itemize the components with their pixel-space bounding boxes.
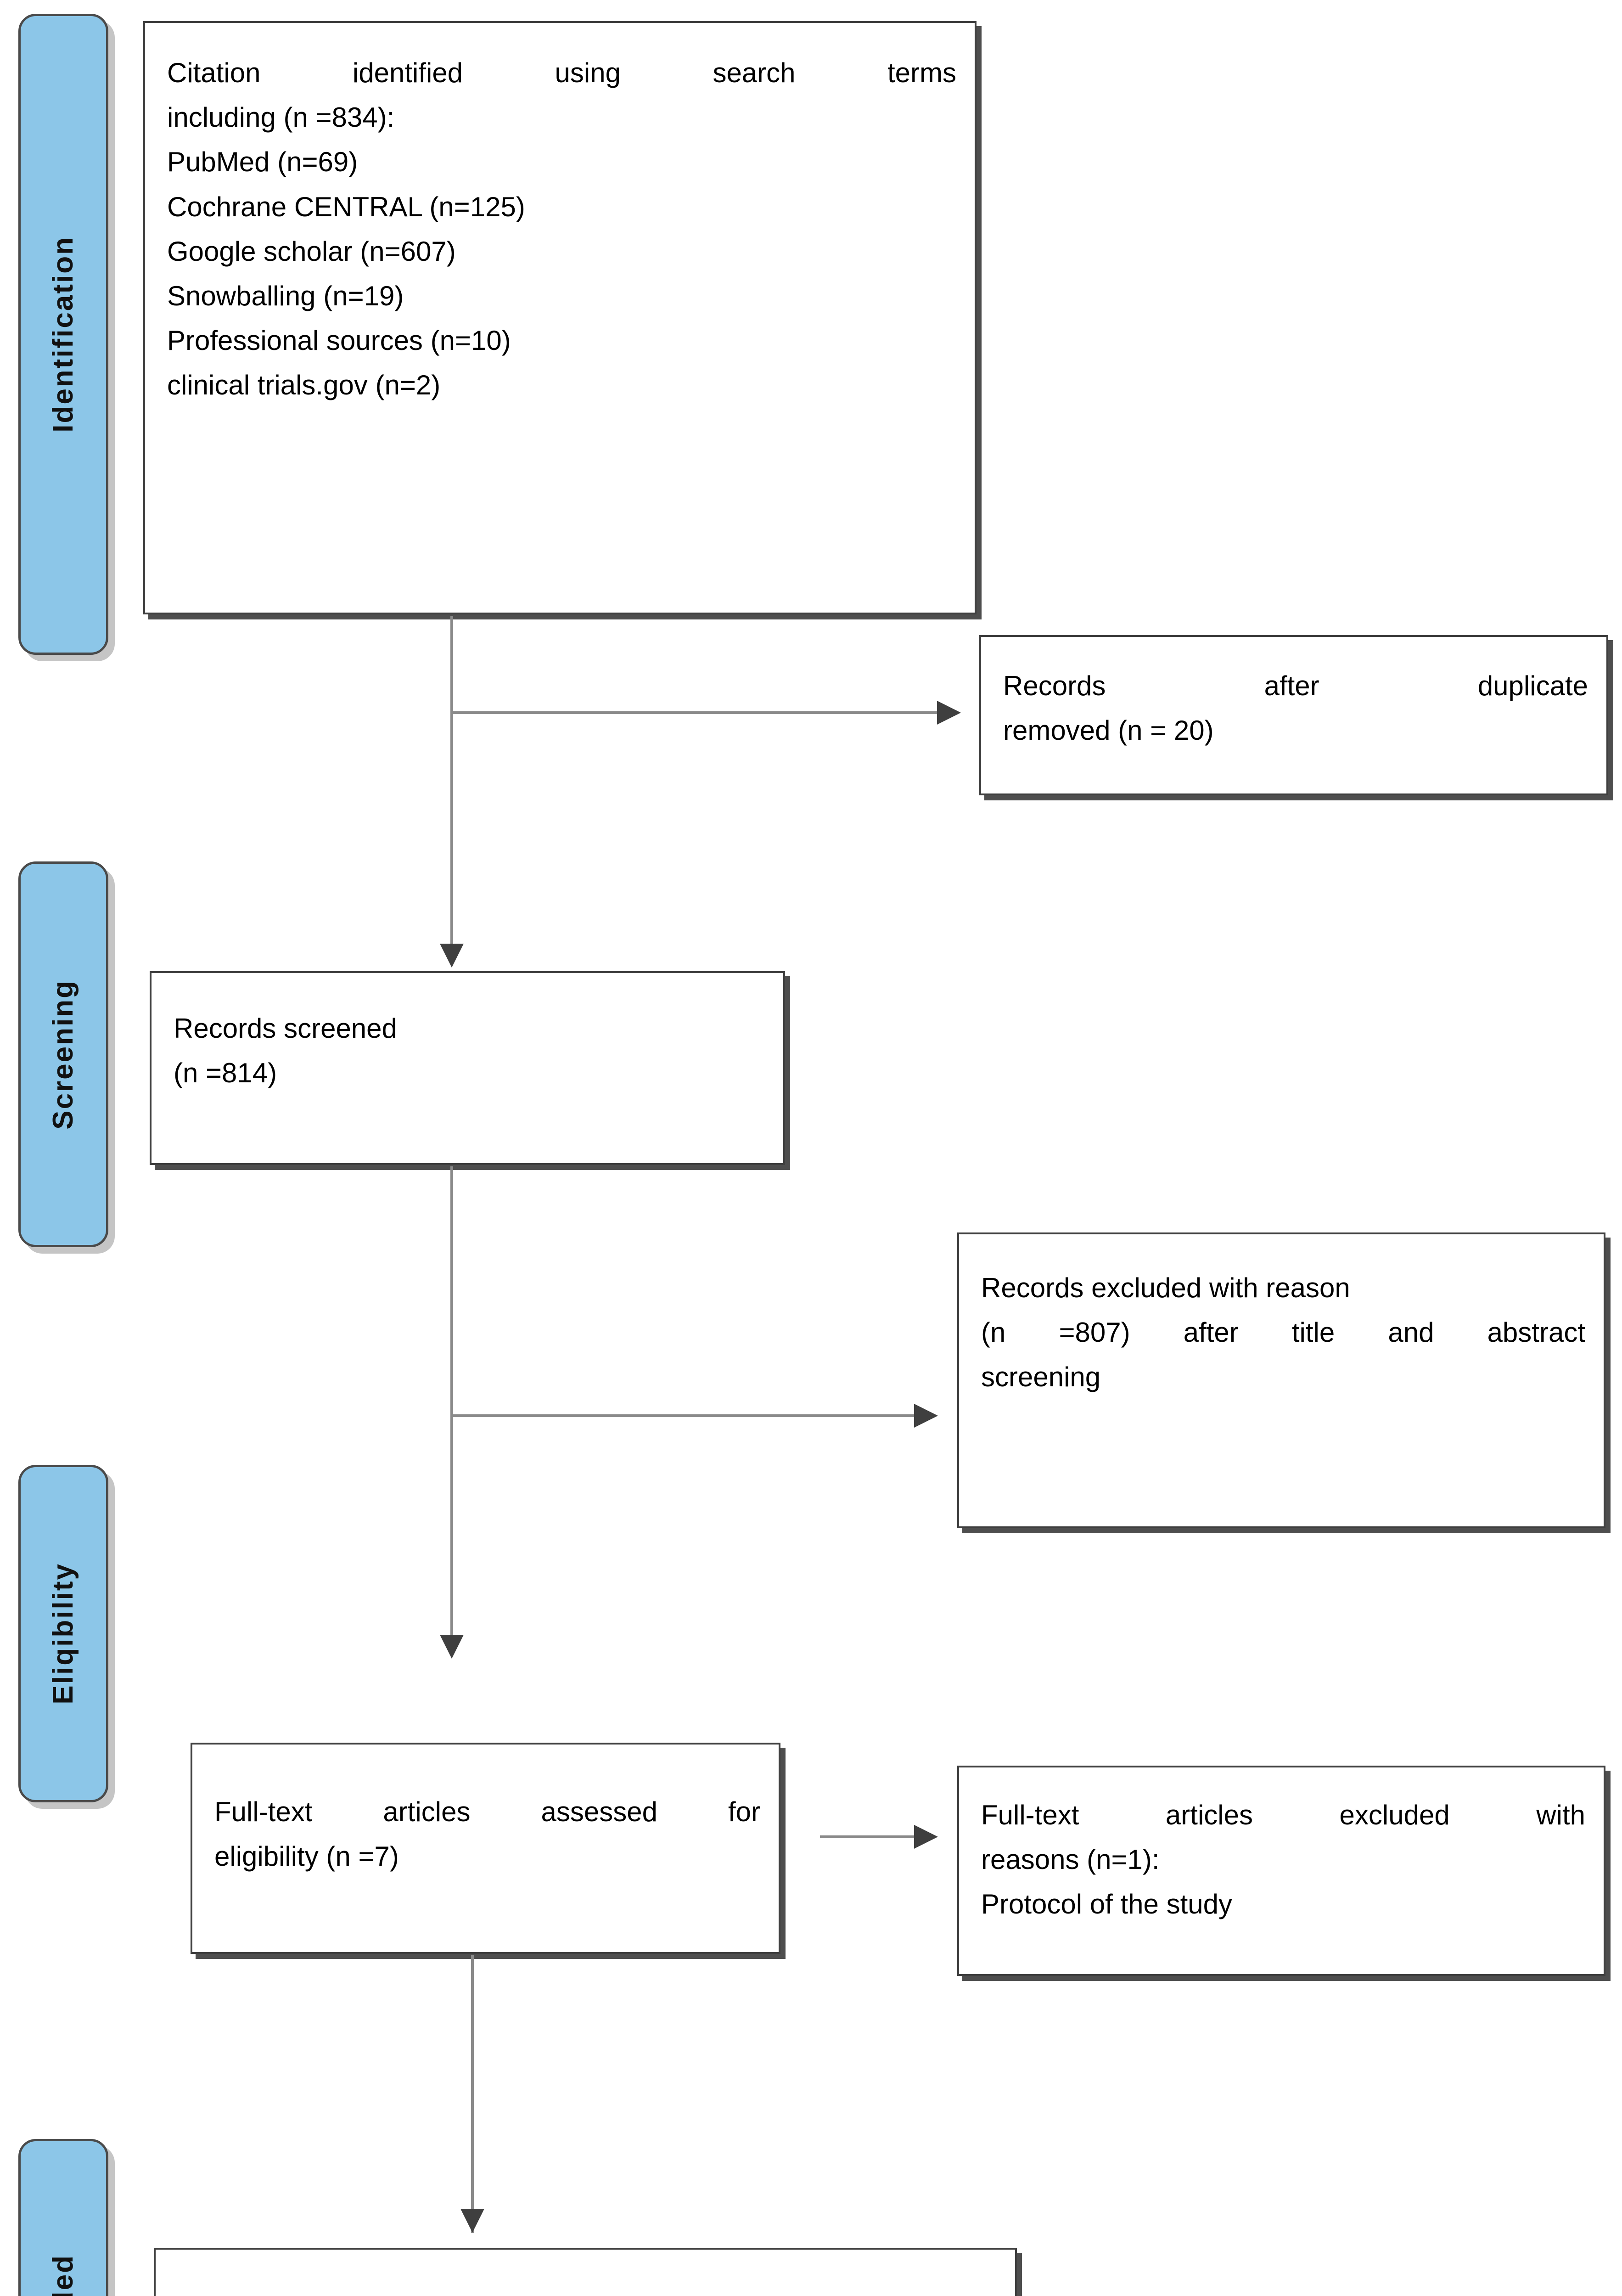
- records-screened-line-1: Records screened: [174, 1013, 397, 1044]
- box-fulltext-excluded-text: Full-text articles excluded with reasons…: [981, 1793, 1585, 1927]
- identification-line-2: including (n =834):: [167, 102, 395, 133]
- duplicates-removed-line-2: removed (n = 20): [1003, 715, 1214, 746]
- box-records-excluded-text: Records excluded with reason (n =807) af…: [981, 1266, 1585, 1400]
- box-duplicates-removed-text: Records after duplicate removed (n = 20): [1003, 664, 1588, 753]
- records-screened-line-2: (n =814): [174, 1058, 277, 1089]
- box-identification: Citation identified using search terms i…: [143, 21, 977, 614]
- connector-identification-to-screened: [450, 616, 453, 946]
- phase-label-eligibility: Eliqibility: [47, 1563, 79, 1705]
- phase-label-identification: Identification: [47, 236, 79, 433]
- fulltext-excluded-line-3: Protocol of the study: [981, 1889, 1232, 1920]
- connector-branch-to-duplicates: [450, 711, 937, 714]
- box-records-screened: Records screened (n =814): [150, 971, 785, 1165]
- phase-bar-identification: Identification: [18, 14, 108, 655]
- records-excluded-line-1: Records excluded with reason: [981, 1272, 1350, 1303]
- connector-branch-to-records-excluded: [450, 1414, 914, 1417]
- fulltext-assessed-line-1: Full-text articles assessed for: [214, 1796, 760, 1827]
- identification-line-4: Cochrane CENTRAL (n=125): [167, 191, 525, 222]
- arrow-down-included-icon: [460, 2209, 484, 2233]
- connector-screened-to-fulltext: [450, 1166, 453, 1637]
- identification-line-5: Google scholar (n=607): [167, 236, 456, 267]
- box-records-screened-text: Records screened (n =814): [174, 1006, 765, 1095]
- arrow-right-fulltext-excluded-icon: [914, 1825, 938, 1849]
- box-identification-text: Citation identified using search terms i…: [167, 51, 956, 408]
- identification-line-6: Snowballing (n=19): [167, 280, 404, 311]
- arrow-right-records-excluded-icon: [914, 1404, 938, 1428]
- phase-bar-included: Included: [18, 2139, 108, 2296]
- box-fulltext-assessed-text: Full-text articles assessed for eligibil…: [214, 1790, 760, 1879]
- arrow-down-screened-icon: [440, 944, 464, 968]
- records-excluded-line-2: (n =807) after title and abstract: [981, 1317, 1585, 1348]
- phase-bar-eligibility: Eliqibility: [18, 1465, 108, 1802]
- fulltext-excluded-line-2: reasons (n=1):: [981, 1844, 1160, 1875]
- box-records-excluded: Records excluded with reason (n =807) af…: [957, 1232, 1605, 1528]
- fulltext-excluded-line-1: Full-text articles excluded with: [981, 1800, 1585, 1830]
- box-fulltext-excluded: Full-text articles excluded with reasons…: [957, 1766, 1605, 1976]
- box-studies-included: Studies included in systematic review (n…: [154, 2248, 1017, 2296]
- box-fulltext-assessed: Full-text articles assessed for eligibil…: [191, 1743, 780, 1954]
- connector-fulltext-to-excluded: [820, 1835, 914, 1838]
- box-duplicates-removed: Records after duplicate removed (n = 20): [979, 635, 1608, 795]
- fulltext-assessed-line-2: eligibility (n =7): [214, 1841, 399, 1872]
- identification-line-3: PubMed (n=69): [167, 146, 358, 178]
- identification-line-1: Citation identified using search terms: [167, 57, 956, 88]
- duplicates-removed-line-1: Records after duplicate: [1003, 670, 1588, 701]
- identification-line-7: Professional sources (n=10): [167, 325, 511, 356]
- arrow-down-fulltext-icon: [440, 1635, 464, 1659]
- phase-bar-screening: Screening: [18, 861, 108, 1247]
- identification-line-8: clinical trials.gov (n=2): [167, 370, 441, 401]
- records-excluded-line-3: screening: [981, 1362, 1101, 1393]
- connector-fulltext-to-included: [471, 1955, 474, 2233]
- arrow-right-duplicates-icon: [937, 701, 961, 725]
- phase-label-included: Included: [47, 2254, 79, 2296]
- phase-label-screening: Screening: [47, 979, 79, 1130]
